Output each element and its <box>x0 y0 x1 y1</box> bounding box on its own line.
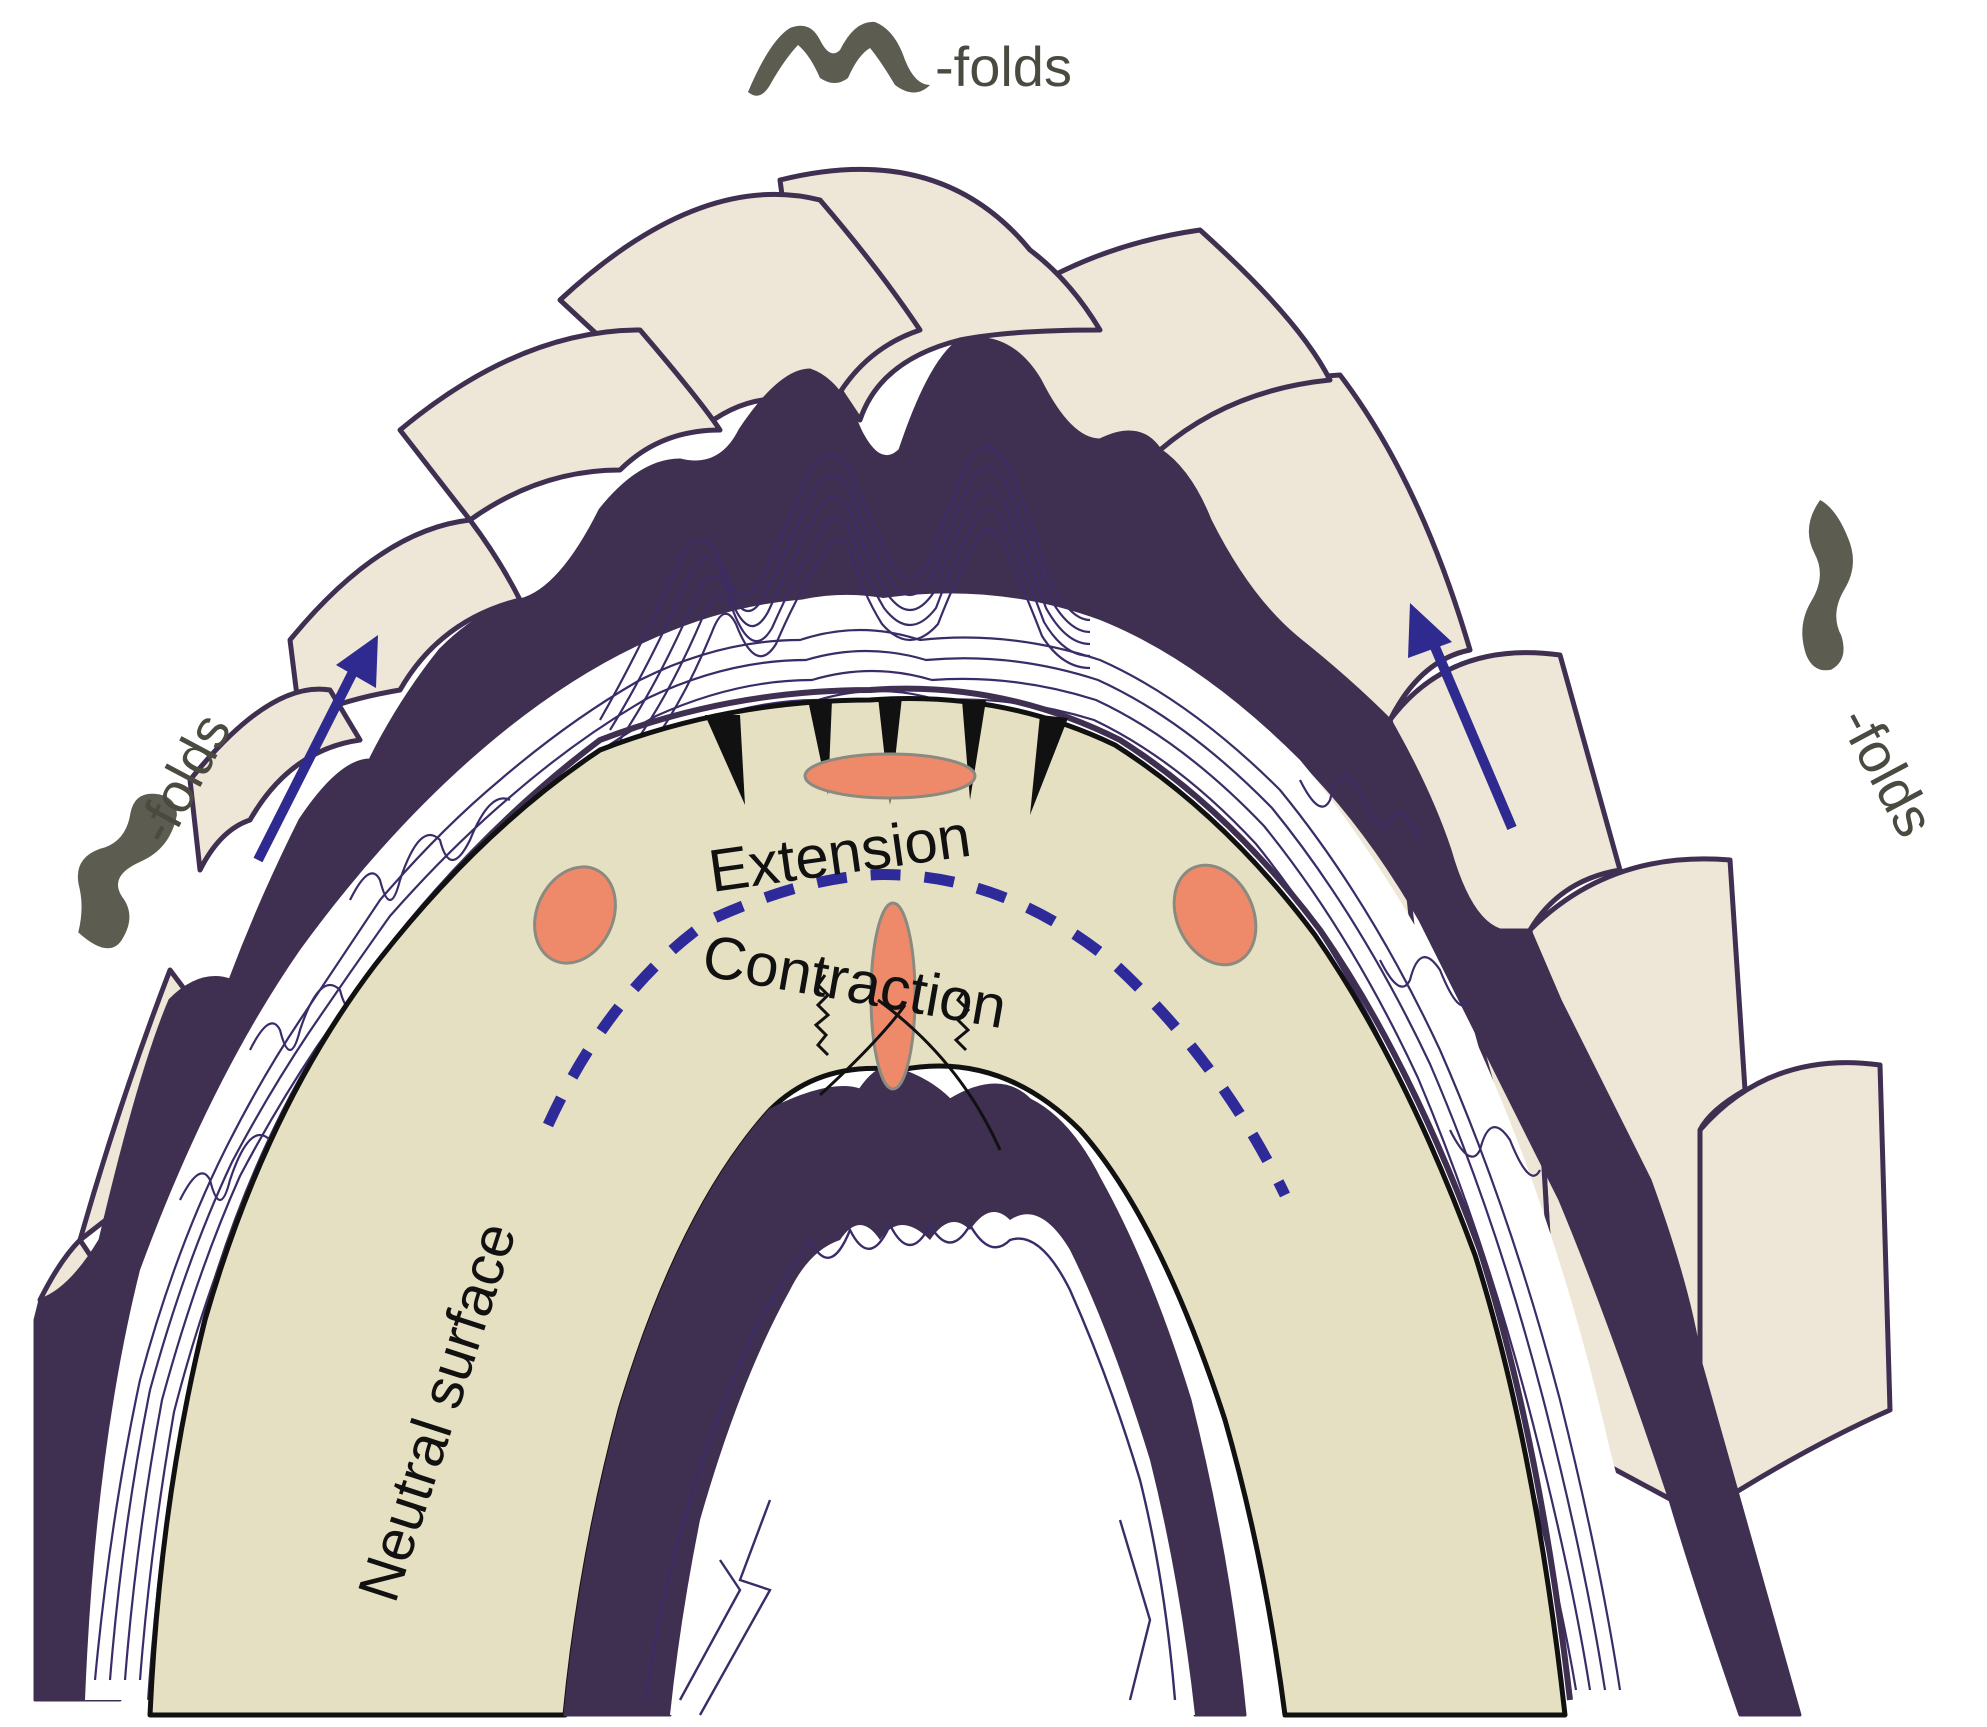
shear-arrows <box>253 603 1517 863</box>
fracture-5 <box>1030 715 1068 815</box>
s-fold-shape-icon <box>1802 500 1853 671</box>
arrow-up-icon <box>1408 603 1452 658</box>
fracture-3 <box>878 697 902 805</box>
m-folds-label: -folds <box>935 35 1072 98</box>
s-folds-label: -folds <box>1827 696 1947 846</box>
strain-ellipse-contraction <box>869 901 917 1091</box>
neutral-surface-line <box>543 869 1290 1198</box>
m-fold-shape-icon <box>748 21 930 96</box>
strain-ellipse-left <box>533 865 617 965</box>
s-fold-symbol: -folds <box>1802 500 1947 847</box>
strain-ellipses <box>533 752 1258 1091</box>
inner-white-fill <box>670 1212 1195 1715</box>
stylolite-right <box>953 989 971 1052</box>
fracture-1 <box>705 715 745 805</box>
strain-ellipse-right <box>1172 863 1258 967</box>
slab-top-1 <box>397 327 723 523</box>
slab-right-1 <box>1697 1060 1893 1518</box>
z-fold-shape-icon <box>77 793 177 949</box>
inner-white-core <box>643 1212 1195 1716</box>
strain-ellipse-extension <box>803 752 977 800</box>
arrow-right <box>1408 603 1517 830</box>
inner-core-lines <box>643 1222 1177 1716</box>
contraction-structures <box>813 974 1002 1151</box>
stylolite-left <box>813 974 831 1057</box>
arrow-up-icon <box>336 635 378 688</box>
m-fold-symbol: -folds <box>748 21 1072 98</box>
arrow-left <box>253 635 378 863</box>
thrust-right <box>877 998 1002 1151</box>
thrust-left <box>818 1004 907 1097</box>
outer-dark-layer <box>33 336 1802 1717</box>
